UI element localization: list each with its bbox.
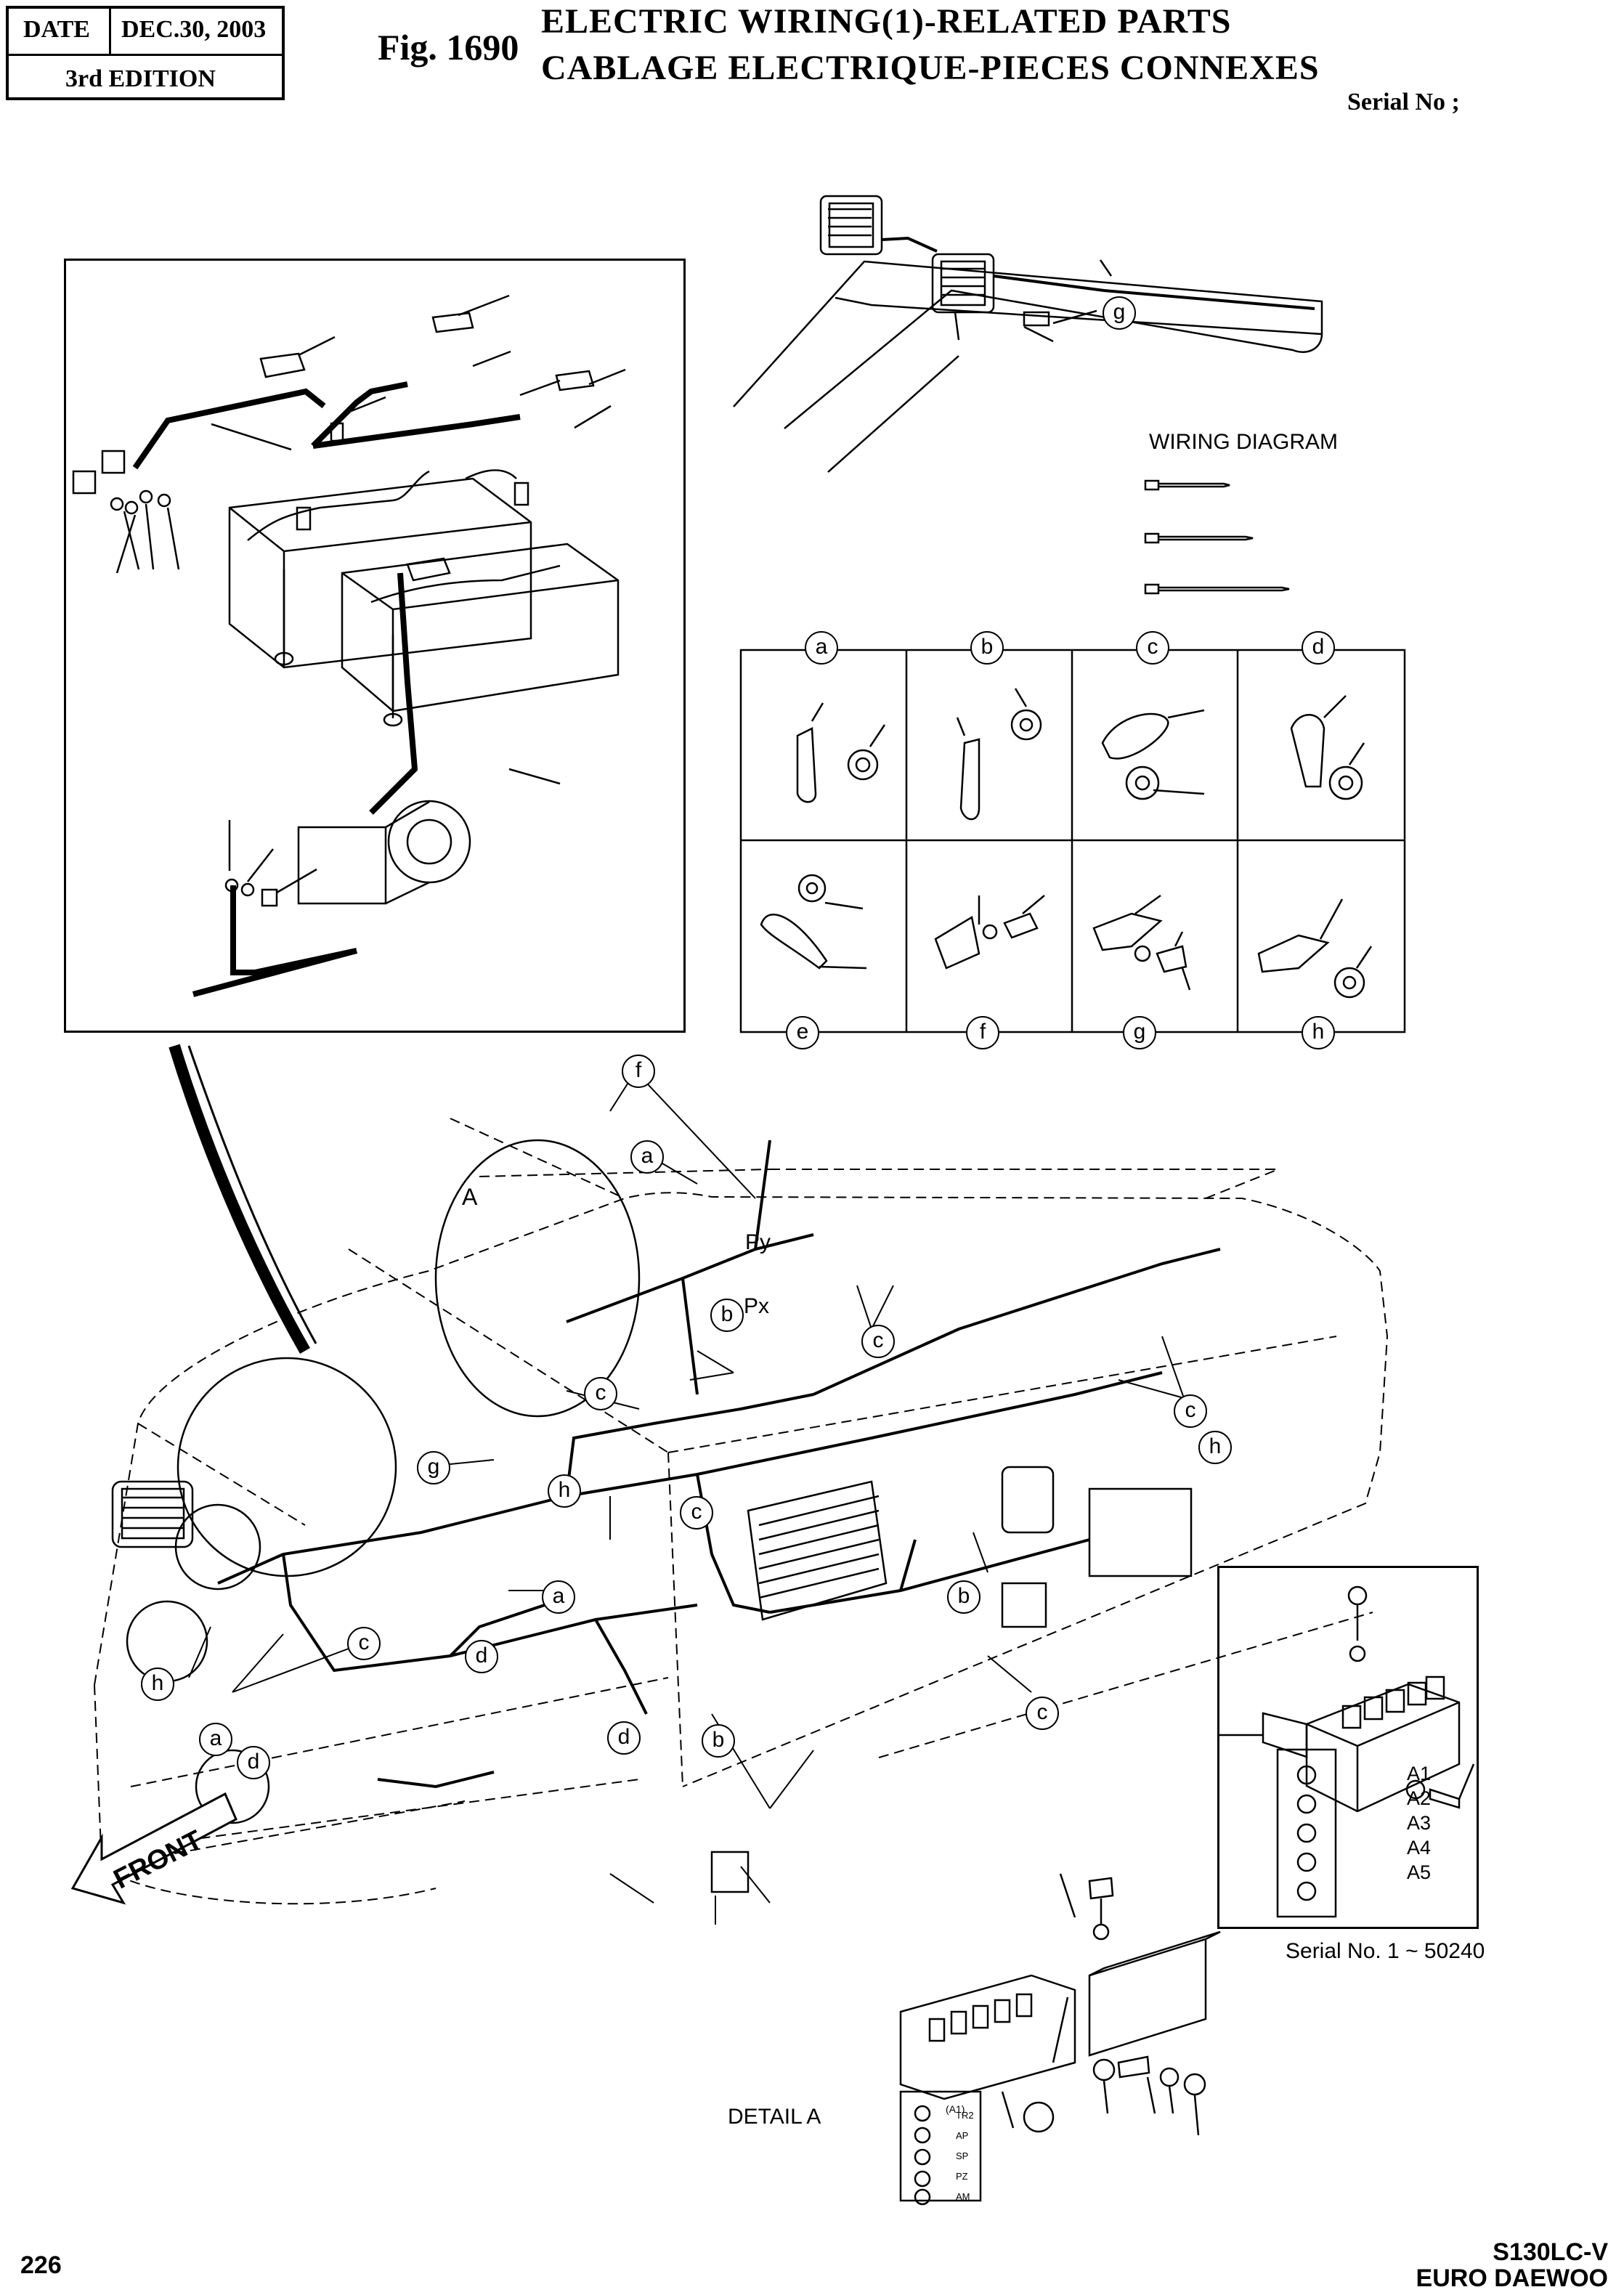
wiring-diagram-label: WIRING DIAGRAM — [1149, 430, 1338, 454]
date-label: DATE — [23, 16, 90, 43]
fastener-label-c: c — [1136, 631, 1169, 665]
label-py: Py — [745, 1230, 771, 1254]
callout-a-mid: a — [542, 1580, 575, 1614]
callout-g-left: g — [417, 1451, 450, 1484]
detail-terminal-pz: PZ — [956, 2171, 968, 2182]
figure-number: Fig. 1690 — [378, 27, 519, 68]
callout-d-lower-left: d — [237, 1746, 270, 1779]
serial-number-header: Serial No ; — [1347, 89, 1460, 115]
model-name: S130LC-V — [1493, 2238, 1608, 2266]
main-wiring-harness-drawing — [70, 1044, 1389, 1925]
callout-g-boom: g — [1103, 296, 1136, 330]
edition-label: 3rd EDITION — [65, 65, 216, 92]
detail-a-label: DETAIL A — [728, 2105, 821, 2129]
callout-f-top: f — [622, 1055, 655, 1088]
detail-terminal-tr2: TR2 — [956, 2110, 974, 2121]
detail-a-terminal-tag: (A1) — [946, 2103, 965, 2115]
page-number: 226 — [20, 2251, 62, 2279]
callout-h-right: h — [1198, 1431, 1232, 1464]
callout-b-lower: b — [702, 1724, 735, 1758]
detail-a-drawing — [899, 1873, 1221, 2206]
detail-terminal-ap: AP — [956, 2130, 969, 2141]
detail-terminal-am: AM — [956, 2191, 970, 2202]
callout-d-upper: d — [465, 1640, 498, 1673]
fastener-types-table: a b c d e f g h — [739, 631, 1406, 1049]
fastener-label-g: g — [1123, 1016, 1156, 1049]
cable-ties-drawing — [1144, 479, 1290, 595]
fastener-label-b: b — [970, 631, 1004, 665]
callout-c-bottom-right: c — [1026, 1697, 1059, 1730]
boom-lamp-drawing — [733, 195, 1323, 473]
callout-c-left: c — [347, 1627, 381, 1660]
date-edition-box: DATE DEC.30, 2003 3rd EDITION — [6, 6, 285, 100]
fastener-label-f: f — [966, 1016, 999, 1049]
callout-b-upper: b — [710, 1299, 744, 1332]
fusebox-serial-caption: Serial No. 1 ~ 50240 — [1286, 1939, 1485, 1963]
callout-c-upper-right: c — [861, 1325, 895, 1358]
callout-c-right: c — [1174, 1394, 1207, 1428]
fastener-label-h: h — [1302, 1016, 1335, 1049]
fastener-label-a: a — [805, 631, 838, 665]
callout-b-right: b — [947, 1580, 981, 1614]
fuse-terminal-a3: A3 — [1407, 1812, 1432, 1834]
title-english: ELECTRIC WIRING(1)-RELATED PARTS — [541, 2, 1232, 41]
fusebox-inset-frame: A1 A2 A3 A4 A5 — [1217, 1566, 1479, 1929]
date-value: DEC.30, 2003 — [121, 16, 267, 43]
callout-c-lower: c — [680, 1496, 713, 1530]
fastener-label-d: d — [1302, 631, 1335, 665]
callout-h-mid: h — [548, 1474, 581, 1508]
fastener-table-grid — [739, 649, 1406, 1033]
title-french: CABLAGE ELECTRIQUE-PIECES CONNEXES — [541, 49, 1320, 87]
fastener-label-e: e — [786, 1016, 819, 1049]
label-px: Px — [744, 1294, 770, 1318]
callout-A-detail: A — [462, 1184, 478, 1210]
callout-c-mid: c — [584, 1377, 617, 1410]
callout-d-lower-right: d — [607, 1721, 641, 1755]
callout-h-left: h — [141, 1668, 174, 1701]
brand-name: EURO DAEWOO — [1416, 2264, 1608, 2292]
battery-assembly-drawing — [72, 294, 626, 997]
callout-a-lower: a — [199, 1723, 232, 1756]
callout-a-upper: a — [630, 1140, 664, 1174]
fuse-terminal-a1: A1 — [1407, 1763, 1432, 1784]
fuse-terminal-a5: A5 — [1407, 1861, 1432, 1883]
fuse-terminal-a4: A4 — [1407, 1837, 1432, 1859]
fuse-terminal-a2: A2 — [1407, 1787, 1432, 1809]
fusebox-drawing — [1219, 1585, 1475, 1918]
detail-terminal-sp: SP — [956, 2150, 969, 2161]
battery-inset-frame — [64, 259, 686, 1033]
